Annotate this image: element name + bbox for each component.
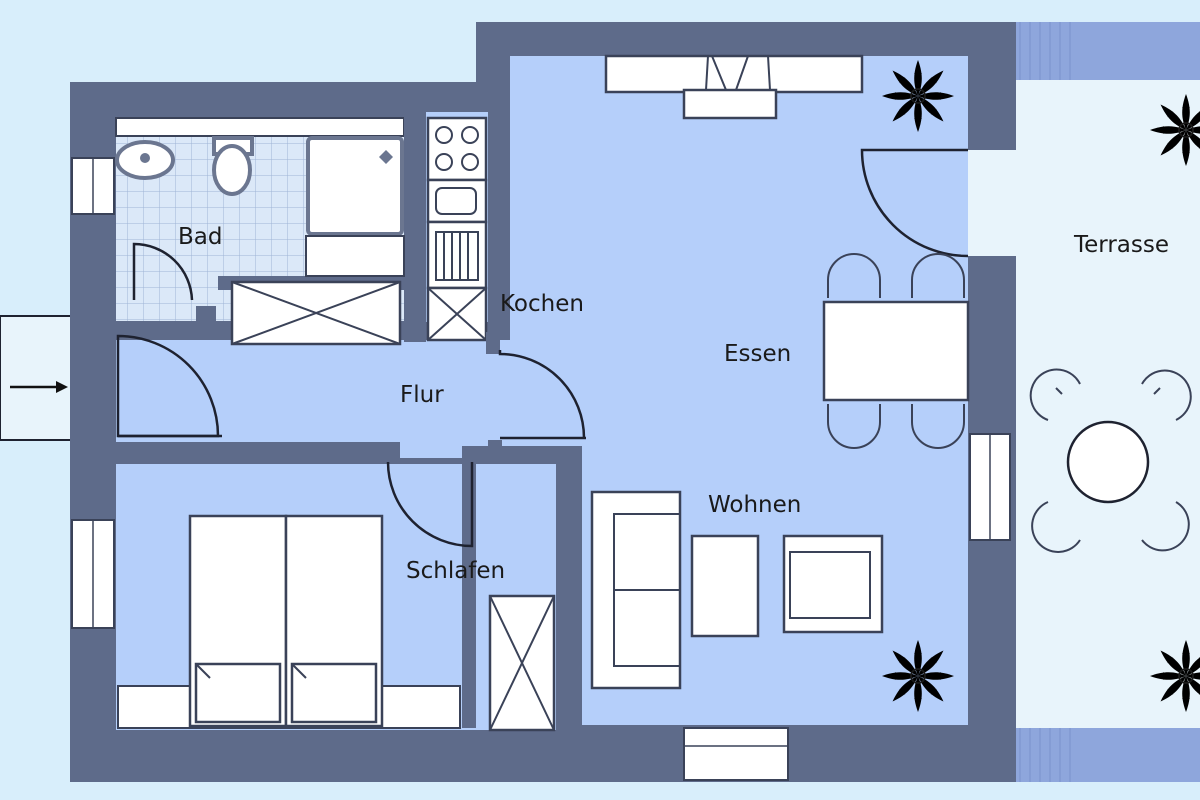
dining-table: [822, 253, 970, 449]
room-label-flur: Flur: [400, 382, 444, 408]
room-label-essen: Essen: [724, 341, 791, 367]
living-door[interactable]: [498, 350, 586, 439]
room-label-terrasse: Terrasse: [1073, 232, 1169, 258]
sink-icon: [426, 178, 488, 290]
wardrobe: [488, 594, 556, 732]
entrance-arrow-icon: [10, 381, 68, 393]
terrace-step-top: [1012, 22, 1200, 80]
plant-icon: [882, 60, 954, 132]
sideboard: [604, 54, 864, 120]
room-label-bad: Bad: [178, 224, 222, 250]
room-label-wohnen: Wohnen: [708, 492, 801, 518]
washbasin-icon: [212, 136, 254, 196]
sofa: [590, 490, 682, 690]
kitchen-fridge: [426, 286, 488, 342]
entrance-step: [0, 315, 75, 441]
utility-closet: [230, 280, 402, 346]
stove-icon: [426, 116, 488, 182]
terrace-step-bottom: [1012, 728, 1200, 782]
armchair: [782, 534, 884, 634]
window-living-south: [683, 727, 789, 781]
plant-icon: [882, 640, 954, 712]
bath-shelf: [305, 235, 405, 277]
terrace-area: [1012, 22, 1200, 782]
room-label-kochen: Kochen: [500, 291, 584, 317]
entrance-door[interactable]: [116, 334, 220, 438]
terrace-door[interactable]: [860, 148, 969, 258]
terrace-table: [1029, 368, 1192, 553]
room-label-schlafen: Schlafen: [406, 558, 505, 584]
shower-tray: [306, 136, 404, 236]
wc-icon: [115, 140, 175, 180]
bedroom-door[interactable]: [386, 461, 474, 548]
bed-right: [284, 514, 384, 728]
bath-door[interactable]: [132, 242, 194, 301]
coffee-table: [690, 534, 760, 638]
bed-left: [188, 514, 288, 728]
